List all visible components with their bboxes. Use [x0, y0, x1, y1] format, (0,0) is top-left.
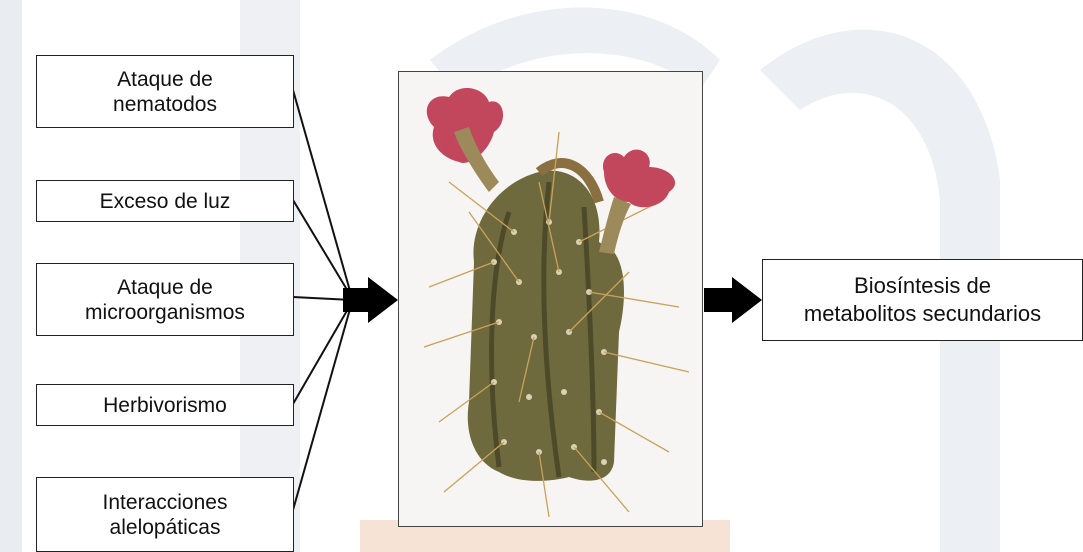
input-arrow: [343, 277, 398, 323]
factor-label: Interacciones alelopáticas: [103, 490, 228, 540]
factor-box-herbivorismo: Herbivorismo: [36, 384, 294, 426]
result-label: Biosíntesis de metabolitos secundarios: [804, 272, 1041, 328]
connector-line-nematodos: [293, 90, 352, 298]
connector-line-herbivorismo: [293, 302, 352, 404]
factor-box-microorganismos: Ataque de microorganismos: [36, 263, 294, 336]
connector-line-luz: [293, 200, 352, 298]
cactus-photo: [398, 71, 703, 527]
cactus-illustration: [399, 72, 703, 527]
factor-box-nematodos: Ataque de nematodos: [36, 55, 294, 128]
output-arrow: [704, 277, 762, 323]
factor-label: Exceso de luz: [100, 189, 231, 214]
factor-label: Ataque de microorganismos: [85, 275, 245, 325]
factor-label: Herbivorismo: [103, 393, 227, 418]
connector-line-alelopaticas: [293, 302, 352, 510]
factor-label: Ataque de nematodos: [113, 67, 217, 117]
result-box-biosintesis: Biosíntesis de metabolitos secundarios: [762, 259, 1083, 341]
factor-box-luz: Exceso de luz: [36, 180, 294, 222]
factor-box-alelopaticas: Interacciones alelopáticas: [36, 477, 294, 552]
